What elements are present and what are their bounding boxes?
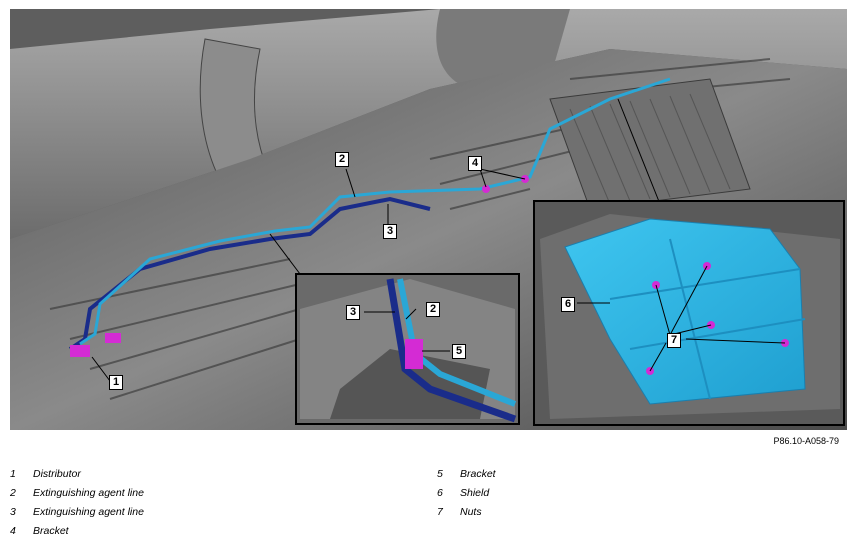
mesh-lines <box>569 93 731 205</box>
callout-6: 6 <box>561 297 575 312</box>
figure-identifier: P86.10-A058-79 <box>773 436 839 446</box>
agent-line-2 <box>79 77 671 346</box>
callout-1: 1 <box>109 375 123 390</box>
callout-inset-2: 2 <box>426 302 440 317</box>
leader-lines <box>91 98 661 382</box>
mesh-panel <box>549 78 751 210</box>
bracket-4a <box>482 185 490 193</box>
callout-inset-3: 3 <box>346 305 360 320</box>
callout-4: 4 <box>468 156 482 171</box>
agent-line-3 <box>68 196 431 351</box>
callout-5: 5 <box>452 344 466 359</box>
callout-7: 7 <box>667 333 681 348</box>
distributor-bracket <box>105 333 121 343</box>
callout-2: 2 <box>335 152 349 167</box>
inset-bracket-view <box>295 273 520 425</box>
underbody-illustration: 1 2 3 4 3 2 5 6 7 <box>10 9 847 430</box>
inset-shield-view <box>533 200 845 426</box>
distributor <box>70 345 90 357</box>
callout-3: 3 <box>383 224 397 239</box>
